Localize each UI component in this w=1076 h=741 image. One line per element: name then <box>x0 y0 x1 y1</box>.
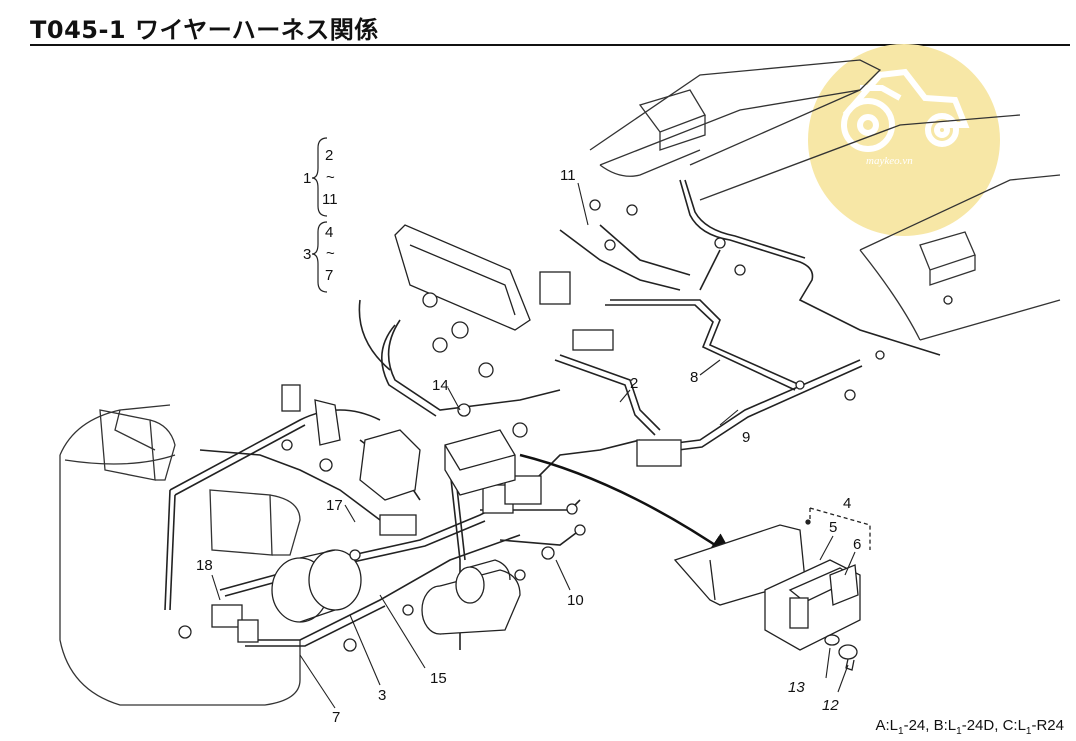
connector-b <box>636 439 682 467</box>
instrument-panel <box>394 224 531 331</box>
callout-18: 18 <box>196 557 213 574</box>
model-code-a: A:L1-24 <box>875 717 926 737</box>
title-underline <box>30 44 1070 46</box>
switch-a <box>281 384 301 412</box>
callout-13: 13 <box>788 679 805 696</box>
callout-11: 11 <box>560 167 576 184</box>
bracket-1-tilde: ~ <box>326 169 335 186</box>
callout-17: 17 <box>326 497 343 514</box>
callout-15: 15 <box>430 670 447 687</box>
model-applicability: A:L1-24, B:L1-24D, C:L1-R24 <box>875 717 1064 737</box>
relay-box <box>539 271 571 305</box>
bolt-12 <box>838 644 858 660</box>
bracket-3-tilde: ~ <box>326 245 335 262</box>
connector-e <box>379 514 417 536</box>
callout-8: 8 <box>690 369 698 386</box>
tractor-body-outline <box>59 59 1061 706</box>
connector-g <box>237 619 259 643</box>
sensor-b <box>512 422 528 438</box>
callout-6: 6 <box>853 536 861 553</box>
callout-5: 5 <box>829 519 837 536</box>
harness-components <box>178 199 953 652</box>
relay-detail-assembly <box>673 507 871 671</box>
relay-socket <box>789 597 809 629</box>
page-title: T045-1 ワイヤーハーネス関係 <box>30 16 379 44</box>
tractor-icon <box>841 68 970 152</box>
callout-9: 9 <box>742 429 750 446</box>
leader-lines <box>211 182 856 709</box>
switch-b <box>314 399 341 446</box>
connector-f <box>211 604 243 628</box>
watermark-logo: maykeo.vn <box>808 44 1000 236</box>
bracket-3-to: 7 <box>325 267 333 284</box>
callout-2: 2 <box>630 375 638 392</box>
sensor-10 <box>541 546 555 560</box>
model-code-b: B:L1-24D <box>933 717 995 737</box>
callout-14: 14 <box>432 377 449 394</box>
bracket-3-from: 4 <box>325 224 333 241</box>
callout-10: 10 <box>567 592 584 609</box>
relay-cover-6 <box>829 564 859 606</box>
bracket-1-ref: 1 <box>303 170 311 187</box>
callout-3: 3 <box>378 687 386 704</box>
connector-a <box>572 329 614 351</box>
bracket-group-marks <box>311 137 328 293</box>
watermark-text: maykeo.vn <box>866 155 913 167</box>
switch-c <box>359 429 421 501</box>
callout-12: 12 <box>822 697 839 714</box>
bracket-3-ref: 3 <box>303 246 311 263</box>
bracket-1-to: 11 <box>322 191 338 208</box>
callout-labels: 1 2 ~ 11 3 4 ~ 7 11 14 2 8 9 17 18 10 15… <box>196 147 861 726</box>
detail-arrow <box>519 453 735 558</box>
sensor-a <box>589 199 601 211</box>
callout-4: 4 <box>843 495 851 512</box>
bracket-1-from: 2 <box>325 147 333 164</box>
model-code-c: C:L1-R24 <box>1002 717 1064 737</box>
washer-13 <box>824 634 840 646</box>
control-unit <box>444 429 516 496</box>
callout-7: 7 <box>332 709 340 726</box>
